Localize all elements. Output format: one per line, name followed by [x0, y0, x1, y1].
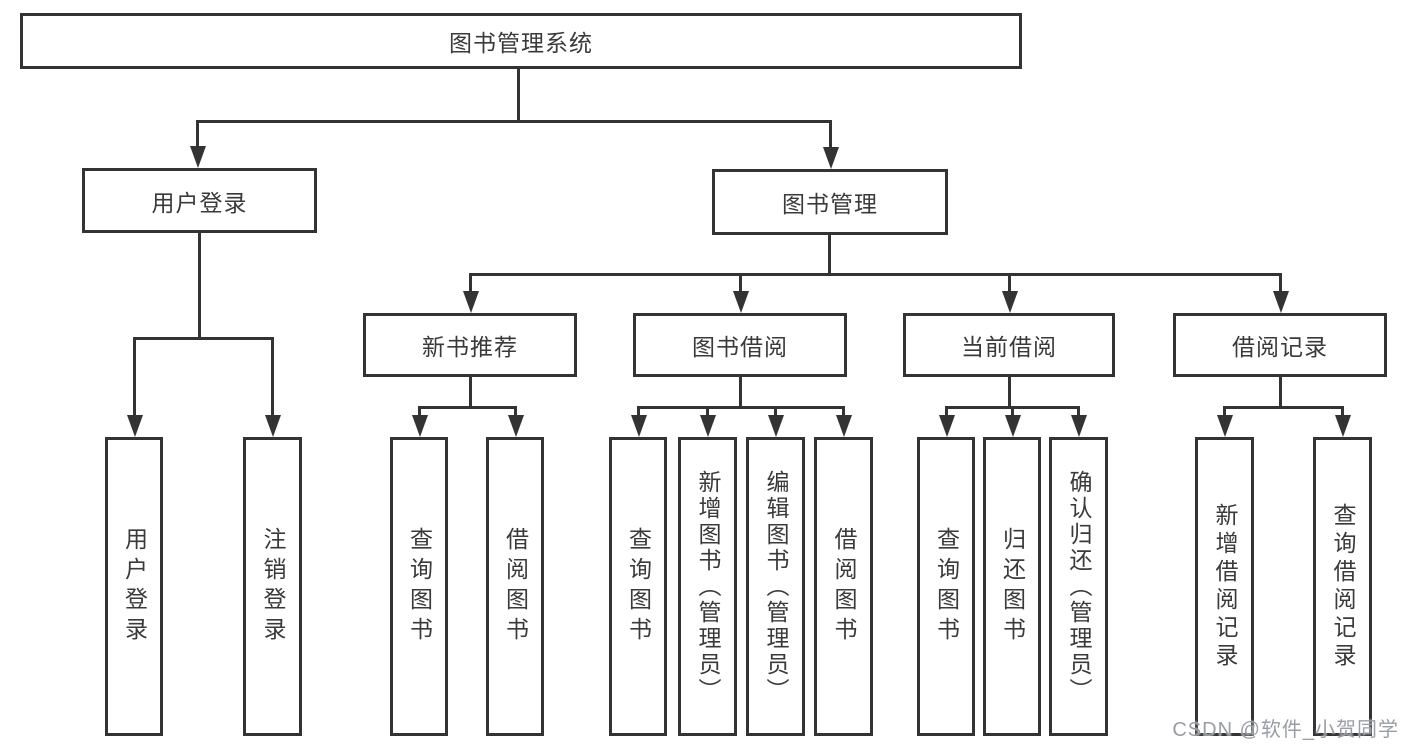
leaf-query-books-borrow: 查询图书	[609, 437, 667, 736]
arrow-down-icon	[196, 120, 199, 146]
connector-line	[1223, 406, 1343, 409]
node-label: 当前借阅	[961, 334, 1057, 360]
arrow-down-icon	[1011, 406, 1014, 415]
node-current-borrowing: 当前借阅	[903, 313, 1115, 377]
node-book-management: 图书管理	[712, 169, 948, 235]
node-book-borrowing: 图书借阅	[633, 313, 847, 377]
arrow-down-icon	[1008, 273, 1011, 291]
connector-line	[1279, 377, 1282, 406]
leaf-label: 新增借阅记录	[1212, 502, 1238, 671]
node-borrowing-records: 借阅记录	[1173, 313, 1387, 377]
connector-line	[469, 377, 472, 406]
arrow-down-icon	[829, 120, 832, 147]
arrow-down-icon	[133, 337, 136, 415]
leaf-label: 查询图书	[406, 526, 433, 647]
arrow-down-icon	[774, 406, 777, 415]
arrow-down-icon	[469, 273, 472, 291]
node-new-book-recommendation: 新书推荐	[363, 313, 577, 377]
leaf-label: 确认归还（管理员）	[1066, 469, 1092, 704]
leaf-label: 查询图书	[625, 526, 652, 647]
csdn-watermark: CSDN @软件_小贺同学	[1172, 719, 1399, 741]
connector-line	[196, 120, 831, 123]
leaf-query-books-recommend: 查询图书	[390, 437, 448, 736]
leaf-borrow-books-recommend: 借阅图书	[486, 437, 544, 736]
arrow-down-icon	[1279, 273, 1282, 291]
leaf-label: 编辑图书（管理员）	[763, 469, 789, 704]
node-label: 新书推荐	[422, 334, 518, 360]
node-library-management-system: 图书管理系统	[20, 13, 1022, 69]
connector-line	[418, 406, 517, 409]
leaf-edit-books-admin: 编辑图书（管理员）	[746, 437, 805, 736]
leaf-borrow-books: 借阅图书	[814, 437, 873, 736]
leaf-label: 注销登录	[260, 526, 286, 647]
leaf-logout: 注销登录	[243, 437, 302, 736]
arrow-down-icon	[739, 273, 742, 291]
leaf-confirm-return-admin: 确认归还（管理员）	[1049, 437, 1108, 736]
arrow-down-icon	[271, 337, 274, 415]
leaf-label: 用户登录	[121, 526, 148, 647]
connector-line	[517, 69, 520, 120]
connector-line	[828, 235, 831, 273]
connector-line	[637, 406, 844, 409]
arrow-down-icon	[1223, 406, 1226, 415]
arrow-down-icon	[418, 406, 421, 415]
arrow-down-icon	[514, 406, 517, 415]
connector-line	[133, 337, 274, 340]
leaf-return-books: 归还图书	[983, 437, 1041, 736]
leaf-label: 归还图书	[999, 526, 1026, 647]
node-label: 用户登录	[151, 189, 248, 216]
leaf-query-books-current: 查询图书	[917, 437, 975, 736]
arrow-down-icon	[706, 406, 709, 415]
connector-line	[469, 273, 1282, 276]
arrow-down-icon	[1341, 406, 1344, 415]
leaf-label: 借阅图书	[502, 526, 529, 647]
leaf-add-books-admin: 新增图书（管理员）	[678, 437, 737, 736]
connector-line	[1008, 377, 1011, 406]
arrow-down-icon	[945, 406, 948, 415]
connector-line	[739, 377, 742, 406]
leaf-user-login: 用户登录	[105, 437, 163, 736]
arrow-down-icon	[1077, 406, 1080, 415]
node-label: 图书借阅	[692, 334, 788, 360]
node-label: 图书管理	[782, 191, 878, 217]
arrow-down-icon	[842, 406, 845, 415]
connector-line	[198, 233, 201, 337]
leaf-query-borrow-record: 查询借阅记录	[1313, 437, 1372, 736]
node-user-login: 用户登录	[82, 168, 317, 233]
leaf-add-borrow-record: 新增借阅记录	[1195, 437, 1254, 736]
arrow-down-icon	[637, 406, 640, 415]
leaf-label: 查询图书	[933, 526, 960, 647]
leaf-label: 借阅图书	[831, 526, 857, 647]
node-label: 借阅记录	[1232, 334, 1328, 360]
leaf-label: 查询借阅记录	[1330, 502, 1356, 671]
leaf-label: 新增图书（管理员）	[695, 469, 721, 704]
node-label: 图书管理系统	[449, 30, 593, 56]
